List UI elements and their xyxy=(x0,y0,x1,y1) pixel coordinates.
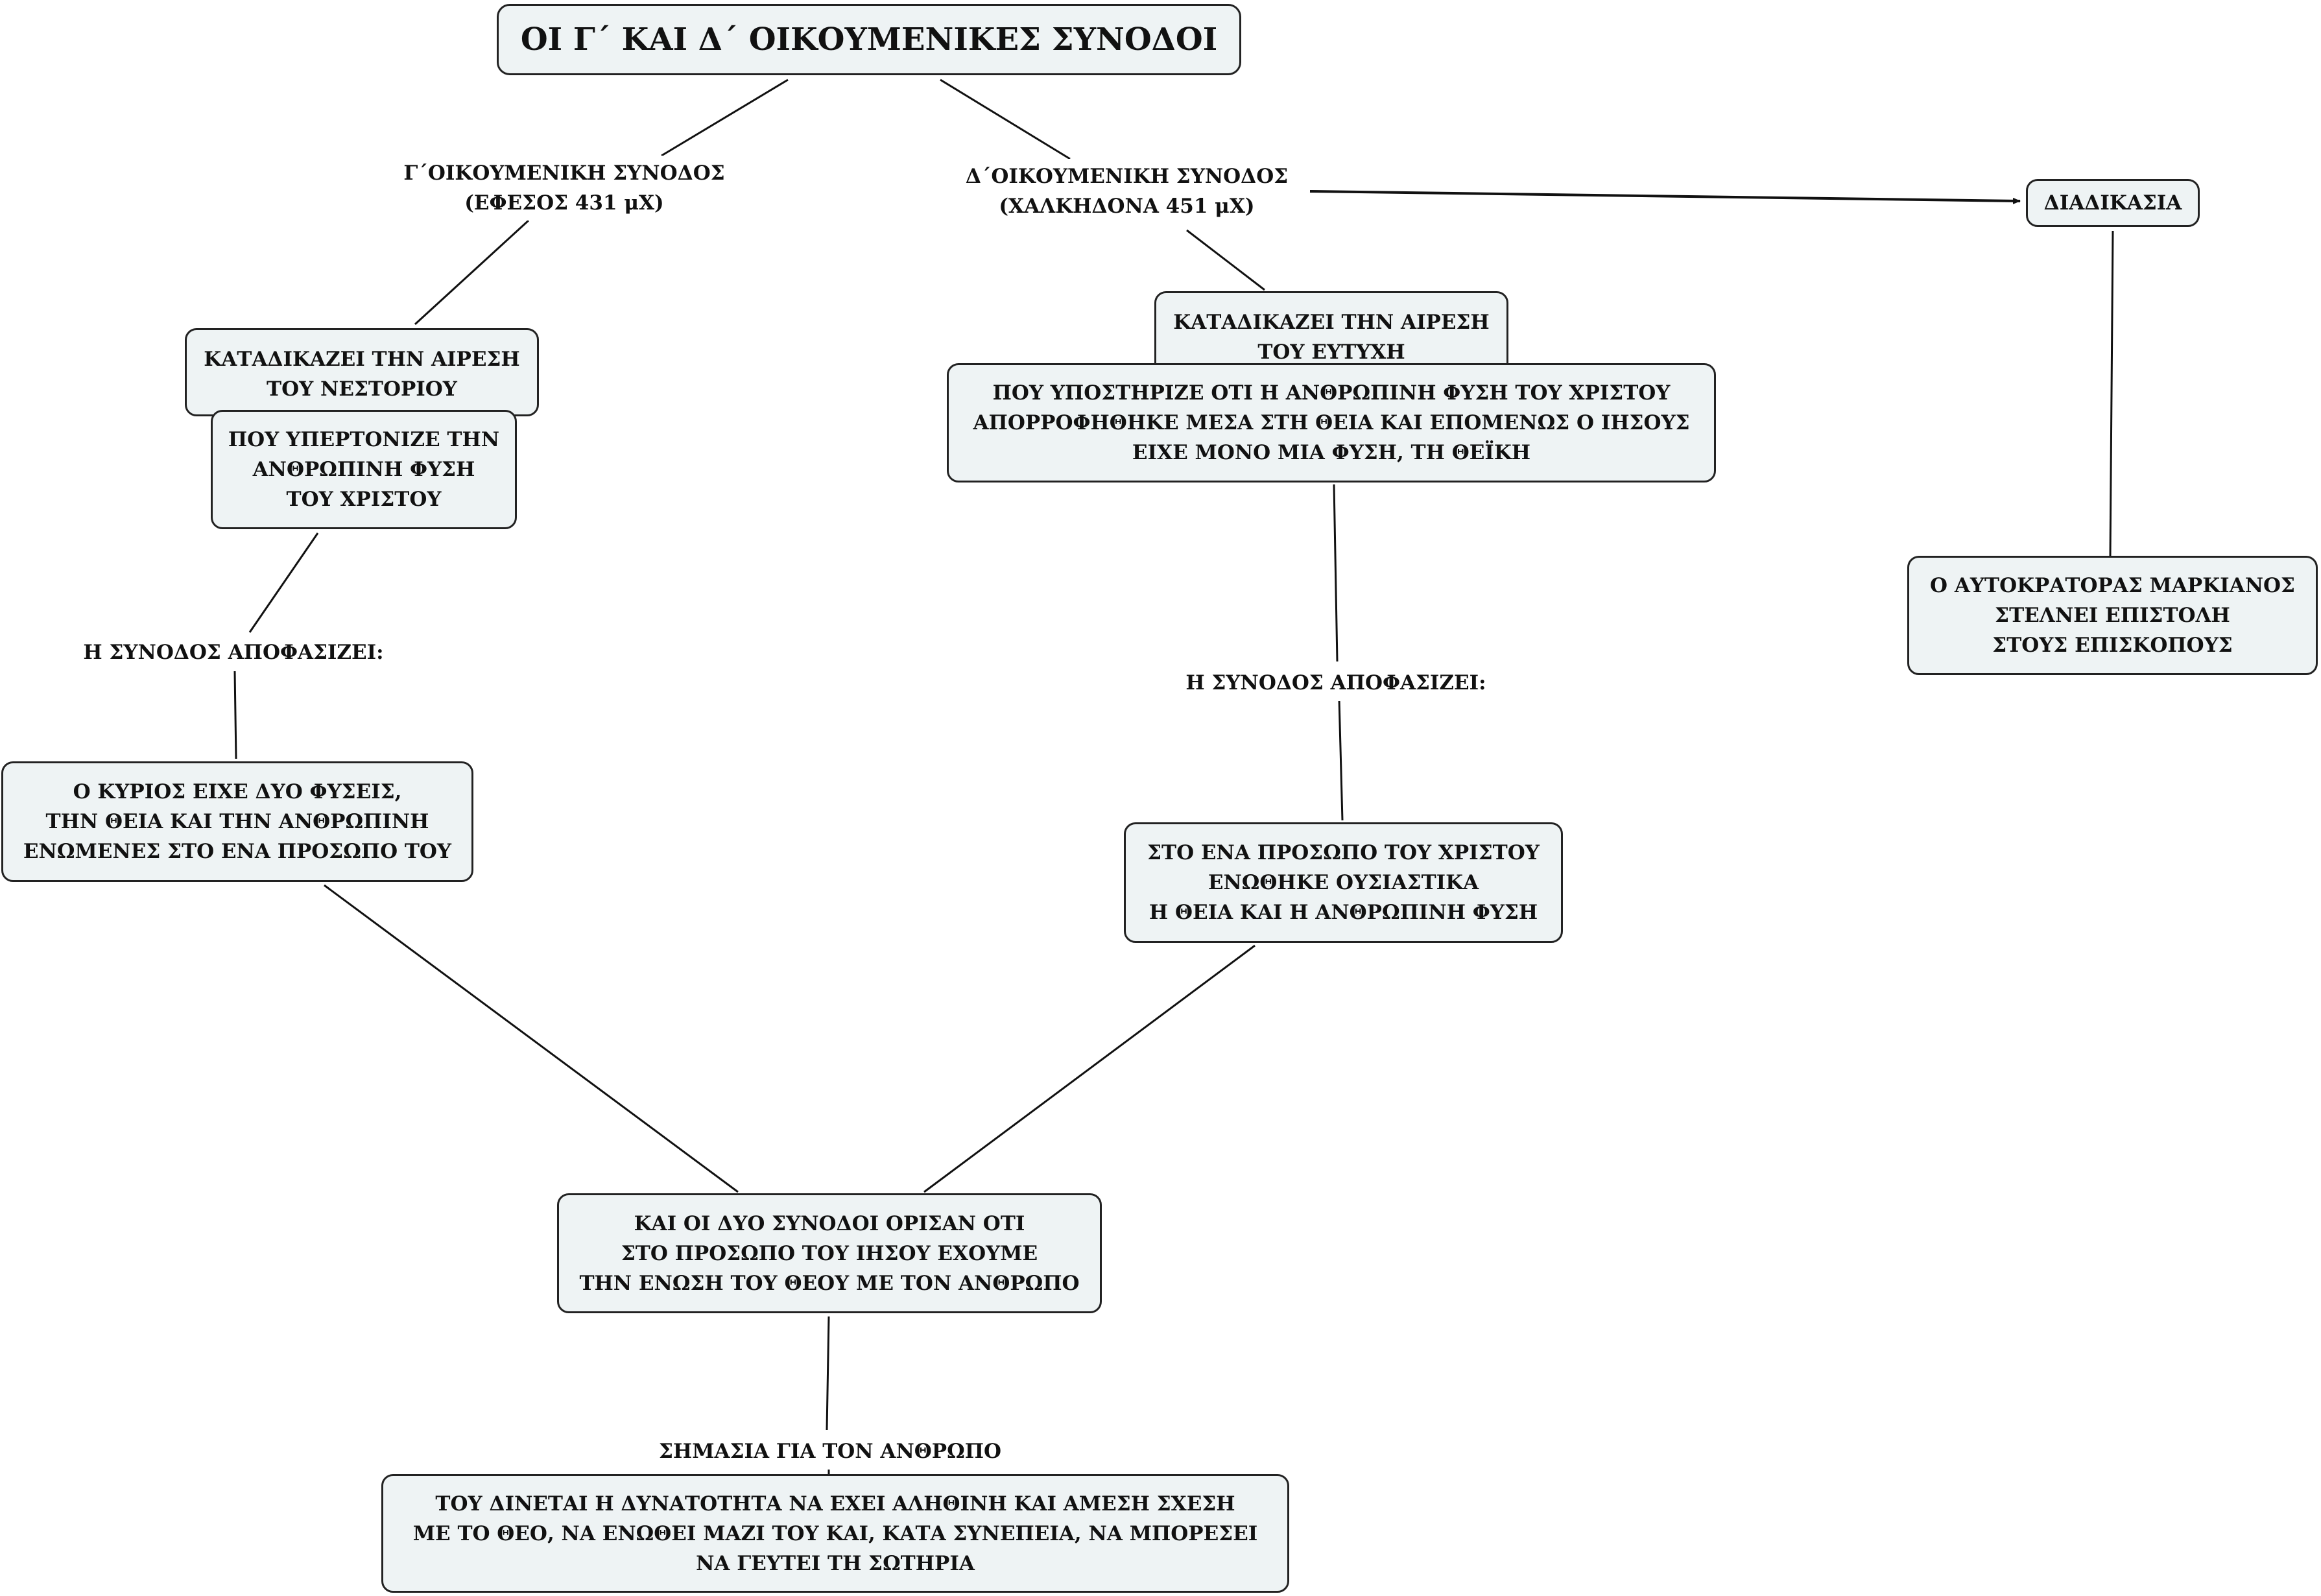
edge-decision-3-to-conclusion xyxy=(324,884,739,1193)
council-4-condemns-node: ΚΑΤΑΔΙΚΑΖΕΙ ΤΗΝ ΑΙΡΕΣΗ ΤΟΥ ΕΥΤΥΧΗ xyxy=(1154,291,1508,377)
edge-council-4-to-procedure xyxy=(1309,190,2021,204)
procedure-detail-node: Ο ΑΥΤΟΚΡΑΤΟΡΑΣ ΜΑΡΚΙΑΝΟΣ ΣΤΕΛΝΕΙ ΕΠΙΣΤΟΛ… xyxy=(1907,556,2318,675)
edge-conclusion-to-significance-label xyxy=(826,1316,830,1431)
council-4-heading: Δ΄ΟΙΚΟΥΜΕΝΙΚΗ ΣΥΝΟΔΟΣ (ΧΑΛΚΗΔΟΝΑ 451 μΧ) xyxy=(950,159,1303,224)
conclusion-node: ΚΑΙ ΟΙ ΔΥΟ ΣΥΝΟΔΟΙ ΟΡΙΣΑΝ ΟΤΙ ΣΤΟ ΠΡΟΣΩΠ… xyxy=(557,1193,1102,1313)
edge-procedure-to-detail xyxy=(2109,230,2114,556)
edge-council-3-to-condemns xyxy=(414,219,530,326)
council-3-heading: Γ΄ΟΙΚΟΥΜΕΝΙΚΗ ΣΥΝΟΔΟΣ (ΕΦΕΣΟΣ 431 μΧ) xyxy=(383,156,746,220)
council-4-decision-node: ΣΤΟ ΕΝΑ ΠΡΟΣΩΠΟ ΤΟΥ ΧΡΙΣΤΟΥ ΕΝΩΘΗΚΕ ΟΥΣΙ… xyxy=(1124,822,1563,943)
significance-node: ΤΟΥ ΔΙΝΕΤΑΙ Η ΔΥΝΑΤΟΤΗΤΑ ΝΑ ΕΧΕΙ ΑΛΗΘΙΝΗ… xyxy=(381,1474,1289,1593)
council-3-condemns-node: ΚΑΤΑΔΙΚΑΖΕΙ ΤΗΝ ΑΙΡΕΣΗ ΤΟΥ ΝΕΣΤΟΡΙΟΥ xyxy=(185,328,539,416)
edge-heresy-3-to-decides xyxy=(248,532,319,633)
edge-decides-3-to-decision xyxy=(233,671,237,759)
significance-label: ΣΗΜΑΣΙΑ ΓΙΑ ΤΟΝ ΑΝΘΡΩΠΟ xyxy=(623,1433,1038,1470)
edge-decides-4-to-decision xyxy=(1338,698,1344,821)
procedure-node: ΔΙΑΔΙΚΑΣΙΑ xyxy=(2026,179,2200,227)
edge-heresy-4-to-decides xyxy=(1333,484,1339,662)
council-3-heresy-node: ΠΟΥ ΥΠΕΡΤΟΝΙΖΕ ΤΗΝ ΑΝΘΡΩΠΙΝΗ ΦΥΣΗ ΤΟΥ ΧΡ… xyxy=(211,410,517,529)
council-4-heresy-node: ΠΟΥ ΥΠΟΣΤΗΡΙΖΕ ΟΤΙ Η ΑΝΘΡΩΠΙΝΗ ΦΥΣΗ ΤΟΥ … xyxy=(947,363,1716,482)
council-4-decides-label: Η ΣΥΝΟΔΟΣ ΑΠΟΦΑΣΙΖΕΙ: xyxy=(1167,665,1505,701)
council-3-decision-node: Ο ΚΥΡΙΟΣ ΕΙΧΕ ΔΥΟ ΦΥΣΕΙΣ, ΤΗΝ ΘΕΙΑ ΚΑΙ Τ… xyxy=(1,761,473,882)
map-title: ΟΙ Γ΄ ΚΑΙ Δ΄ ΟΙΚΟΥΜΕΝΙΚΕΣ ΣΥΝΟΔΟΙ xyxy=(497,4,1241,75)
edge-council-4-to-condemns xyxy=(1186,229,1265,291)
edge-title-to-council-3 xyxy=(661,78,789,157)
edge-decision-4-to-conclusion xyxy=(923,944,1256,1193)
council-3-decides-label: Η ΣΥΝΟΔΟΣ ΑΠΟΦΑΣΙΖΕΙ: xyxy=(65,634,402,671)
edge-title-to-council-4 xyxy=(940,78,1071,160)
